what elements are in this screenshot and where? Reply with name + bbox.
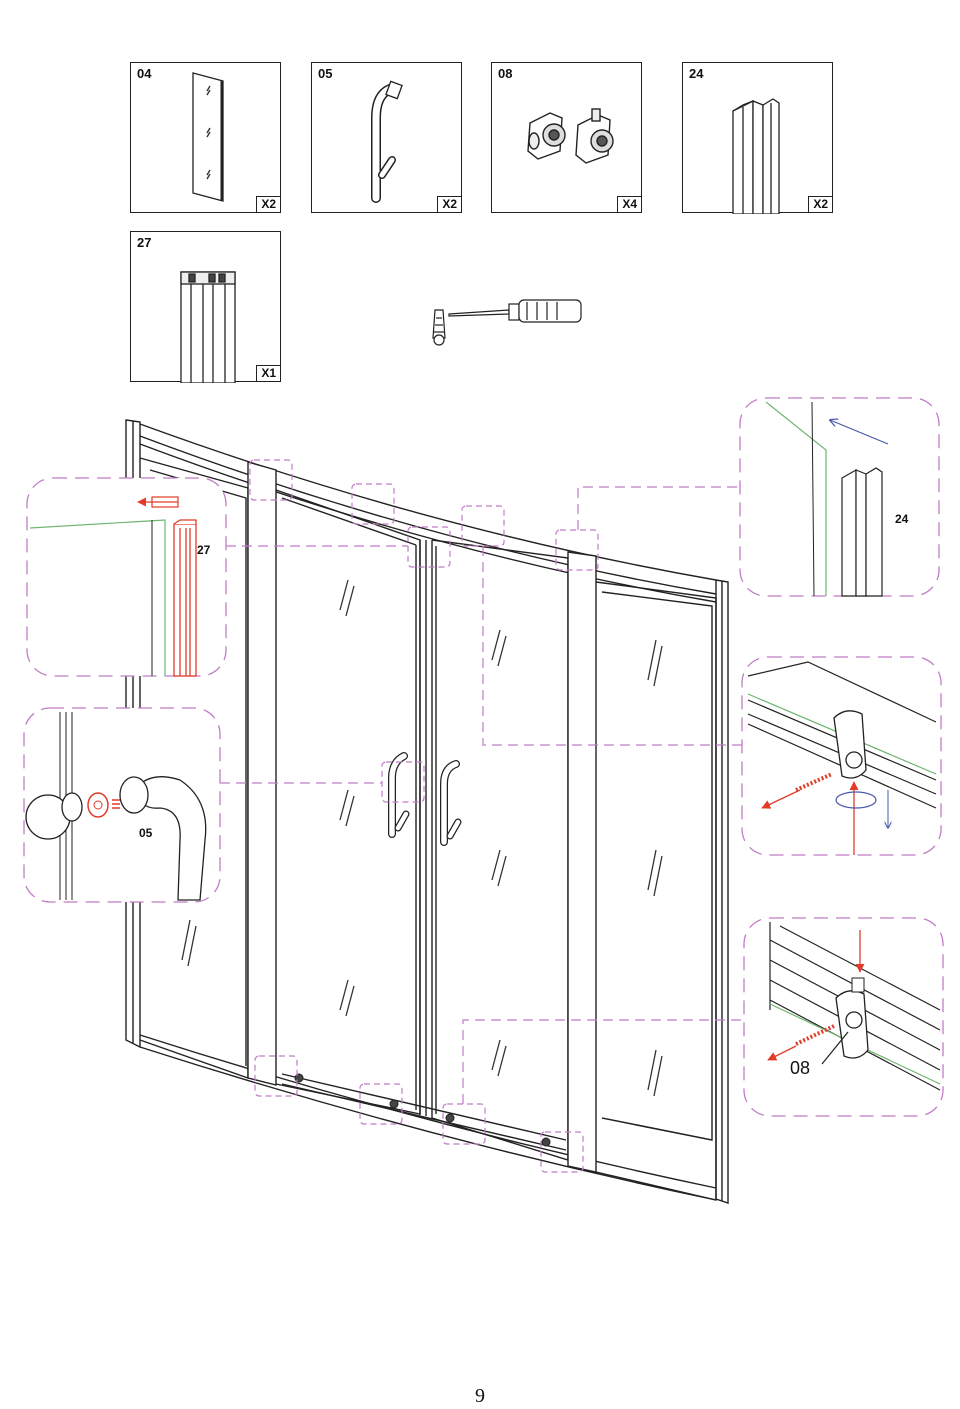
page-number: 9 [475, 1385, 485, 1407]
leader-lines [220, 486, 742, 1104]
screwdriver-icon [448, 299, 582, 323]
dashed-markers [249, 459, 599, 1173]
bottom-rollers [294, 1073, 551, 1147]
callout-seal [26, 477, 227, 677]
callout-handle [23, 707, 221, 903]
tools-group [432, 299, 582, 346]
part-code: 24 [689, 66, 704, 81]
callout-label-seal: 27 [197, 543, 211, 557]
part-qty: X1 [256, 365, 280, 381]
door-handles [388, 752, 462, 846]
door-handle-icon [371, 80, 403, 203]
glass-panel-icon [192, 72, 224, 202]
part-box-24: 24 X2 [682, 62, 833, 214]
callout-top-roller [741, 656, 942, 856]
shower-door-diagram [23, 397, 944, 1204]
callout-label-roller: 08 [790, 1058, 811, 1078]
part-qty: X2 [437, 196, 461, 212]
callout-bottom-roller [743, 917, 944, 1117]
roller-wheel-icon [527, 108, 614, 164]
glass-hatch-marks [181, 579, 663, 1097]
part-qty: X2 [808, 196, 832, 212]
callout-label-handle: 05 [139, 826, 153, 840]
part-code: 27 [137, 235, 152, 250]
part-box-04: 04 X2 [130, 62, 281, 213]
screw-anchor-icon [432, 309, 446, 346]
callout-wall-profile [739, 397, 940, 597]
part-code: 08 [498, 66, 513, 81]
part-qty: X2 [256, 196, 280, 212]
part-box-05: 05 X2 [311, 62, 462, 213]
part-box-08: 08 X4 [491, 62, 642, 213]
part-box-27: 27 X1 [130, 231, 281, 383]
part-code: 04 [137, 66, 152, 81]
seal-profile-icon [180, 271, 236, 383]
part-qty: X4 [617, 196, 641, 212]
wall-profile-icon [732, 98, 780, 214]
callout-label-wall-profile: 24 [895, 512, 909, 526]
part-code: 05 [318, 66, 333, 81]
